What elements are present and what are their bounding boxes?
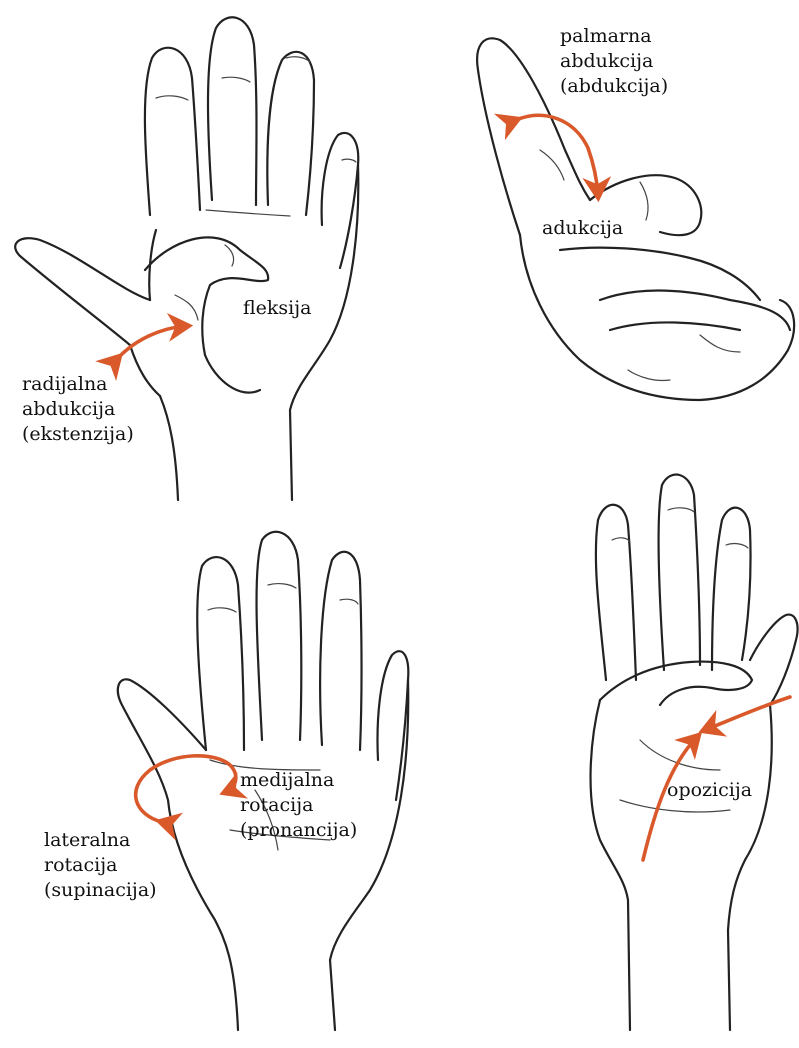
label-opposition-line-1: opozicija: [667, 778, 752, 803]
label-lateral-rotation-line-1: lateralna: [44, 828, 157, 853]
label-radial-abduction-line-3: (ekstenzija): [22, 422, 134, 447]
label-flexion-line-1: fleksija: [243, 296, 311, 321]
label-medial-rotation-line-2: rotacija: [240, 793, 357, 818]
label-lateral-rotation-line-3: (supinacija): [44, 878, 157, 903]
label-medial-rotation-line-3: (pronancija): [240, 818, 357, 843]
palmar-abduction-arrow: [516, 115, 598, 195]
label-opposition: opozicija: [667, 778, 752, 803]
label-lateral-rotation-line-2: rotacija: [44, 853, 157, 878]
label-lateral-rotation: lateralna rotacija (supinacija): [44, 828, 157, 903]
label-medial-rotation: medijalna rotacija (pronancija): [240, 768, 357, 843]
label-radial-abduction-line-2: abdukcija: [22, 397, 134, 422]
hand-opposition-illustration: [591, 475, 798, 1030]
opposition-arrow-left: [705, 697, 790, 730]
label-medial-rotation-line-1: medijalna: [240, 768, 357, 793]
label-adduction-line-1: adukcija: [542, 216, 623, 241]
rotation-arrow: [136, 756, 236, 822]
label-adduction: adukcija: [542, 216, 623, 241]
label-palmar-abduction: palmarna abdukcija (abdukcija): [560, 24, 668, 99]
label-radial-abduction: radijalna abdukcija (ekstenzija): [22, 372, 134, 447]
label-radial-abduction-line-1: radijalna: [22, 372, 134, 397]
label-palmar-abduction-line-1: palmarna: [560, 24, 668, 49]
label-flexion: fleksija: [243, 296, 311, 321]
label-palmar-abduction-line-2: abdukcija: [560, 49, 668, 74]
radial-abduction-arrow: [118, 326, 186, 358]
label-palmar-abduction-line-3: (abdukcija): [560, 74, 668, 99]
